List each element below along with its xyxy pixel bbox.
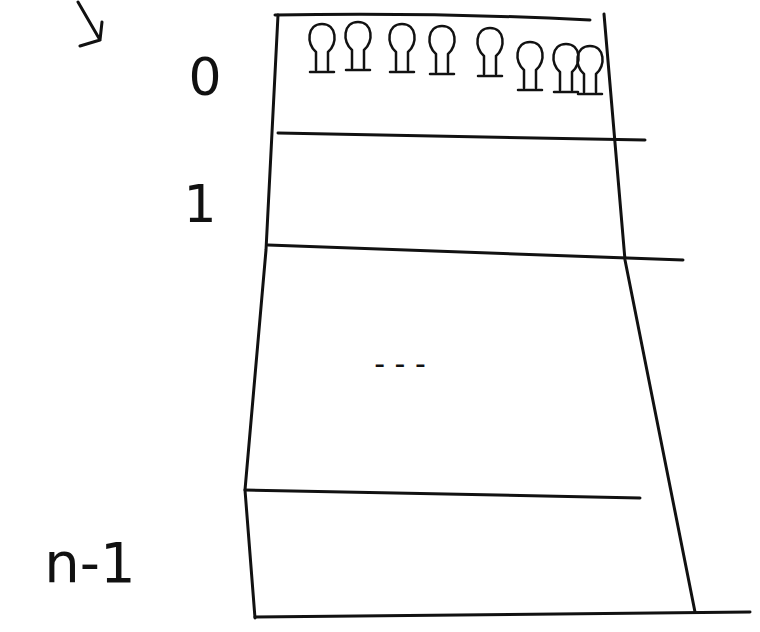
- row-index: n-1: [44, 532, 135, 594]
- row-divider: [268, 245, 683, 260]
- row-divider: [278, 133, 645, 140]
- bulb-icon: [429, 26, 454, 74]
- bulb-icon: [477, 28, 502, 76]
- bulb-icon: [389, 24, 414, 72]
- bulb-icon: [309, 24, 334, 72]
- row-divider: [245, 490, 640, 498]
- array-bottom-edge: [255, 612, 750, 617]
- row-index: 1: [183, 176, 216, 233]
- array-row: 0: [0, 15, 760, 135]
- row-index: 0: [188, 49, 221, 106]
- array-left-edge: [245, 15, 278, 618]
- array-top-edge: [275, 14, 590, 20]
- bulb-icon: [577, 46, 602, 94]
- bulb-icon: [517, 42, 542, 90]
- bulb-icon: [553, 44, 578, 92]
- pointer-arrow: [78, 2, 102, 46]
- array-row: - - -: [0, 255, 760, 493]
- array-row: n-1: [0, 493, 760, 615]
- ellipsis-mark: - - -: [374, 347, 426, 380]
- bulb-icon: [345, 22, 370, 70]
- bulb-items: [309, 22, 602, 94]
- array-row: 1: [0, 135, 760, 255]
- array-right-edge: [604, 14, 695, 612]
